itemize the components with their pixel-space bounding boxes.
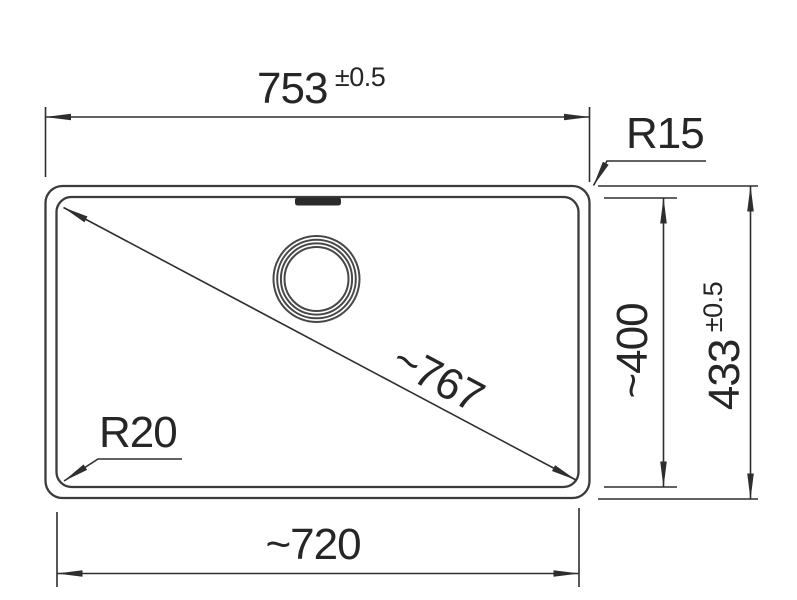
overflow-slot bbox=[295, 197, 341, 206]
sink-bowl-outline bbox=[55, 195, 580, 489]
dim-bowl-width: ~720 bbox=[56, 508, 580, 587]
dim-overall-width: 753 ±0.5 bbox=[44, 62, 591, 182]
bowl-diagonal-label: ~767 bbox=[384, 334, 491, 422]
overall-depth-label: 433 ±0.5 bbox=[698, 282, 749, 410]
leader-line bbox=[63, 458, 182, 482]
dim-bowl-corner-radius: R20 bbox=[63, 408, 182, 482]
bowl-corner-radius-label: R20 bbox=[99, 408, 177, 457]
dim-bowl-depth: ~400 bbox=[604, 197, 677, 488]
bowl-depth-label: ~400 bbox=[608, 303, 657, 398]
bowl-width-label: ~720 bbox=[265, 520, 360, 569]
outer-corner-radius-label: R15 bbox=[626, 109, 704, 158]
drain-circle bbox=[272, 235, 361, 323]
leader-line bbox=[592, 160, 706, 186]
dim-overall-depth: 433 ±0.5 bbox=[598, 185, 758, 500]
overall-width-label: 753 ±0.5 bbox=[257, 62, 385, 113]
sink-outer-outline bbox=[44, 184, 591, 500]
diagonal-dimension-line bbox=[63, 206, 577, 481]
dim-outer-corner-radius: R15 bbox=[592, 109, 706, 186]
